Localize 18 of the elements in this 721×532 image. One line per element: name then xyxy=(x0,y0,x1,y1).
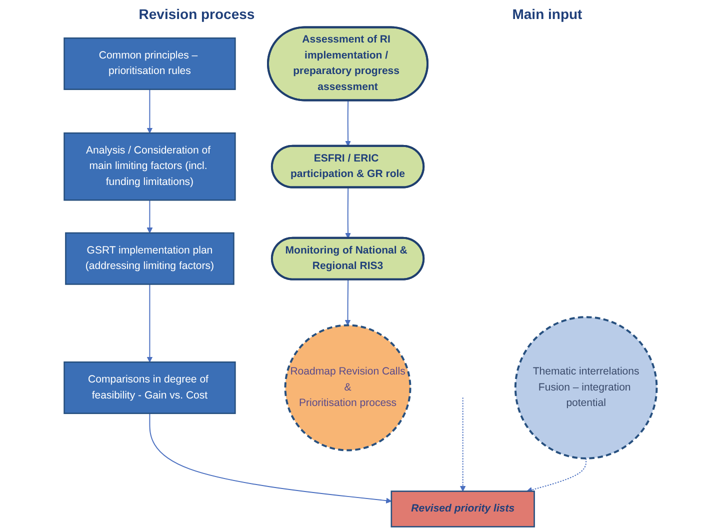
arrow xyxy=(146,200,153,234)
node-box: GSRT implementation plan (addressing limiting factors) xyxy=(65,232,234,285)
node-circle: Roadmap Revision Calls & Prioritisation process xyxy=(284,324,412,452)
arrow xyxy=(146,88,153,134)
node-box: Analysis / Consideration of main limiting factors (incl. funding limitations) xyxy=(64,132,236,201)
node-box: Comparisons in degree of feasibility - Gain vs. Cost xyxy=(64,361,236,414)
arrow xyxy=(526,458,587,493)
node-box: Revised priority lists xyxy=(390,490,535,528)
column-heading: Main input xyxy=(512,6,582,22)
arrow xyxy=(149,412,392,504)
arrow xyxy=(460,397,466,492)
node-circle: Thematic interrelations Fusion – integration potential xyxy=(514,316,658,460)
arrow xyxy=(344,279,351,326)
arrow xyxy=(345,187,351,238)
column-heading: Revision process xyxy=(138,6,255,22)
arrow xyxy=(345,100,351,146)
arrow xyxy=(146,284,153,362)
node-box: Common principles – prioritisation rules xyxy=(64,37,236,90)
